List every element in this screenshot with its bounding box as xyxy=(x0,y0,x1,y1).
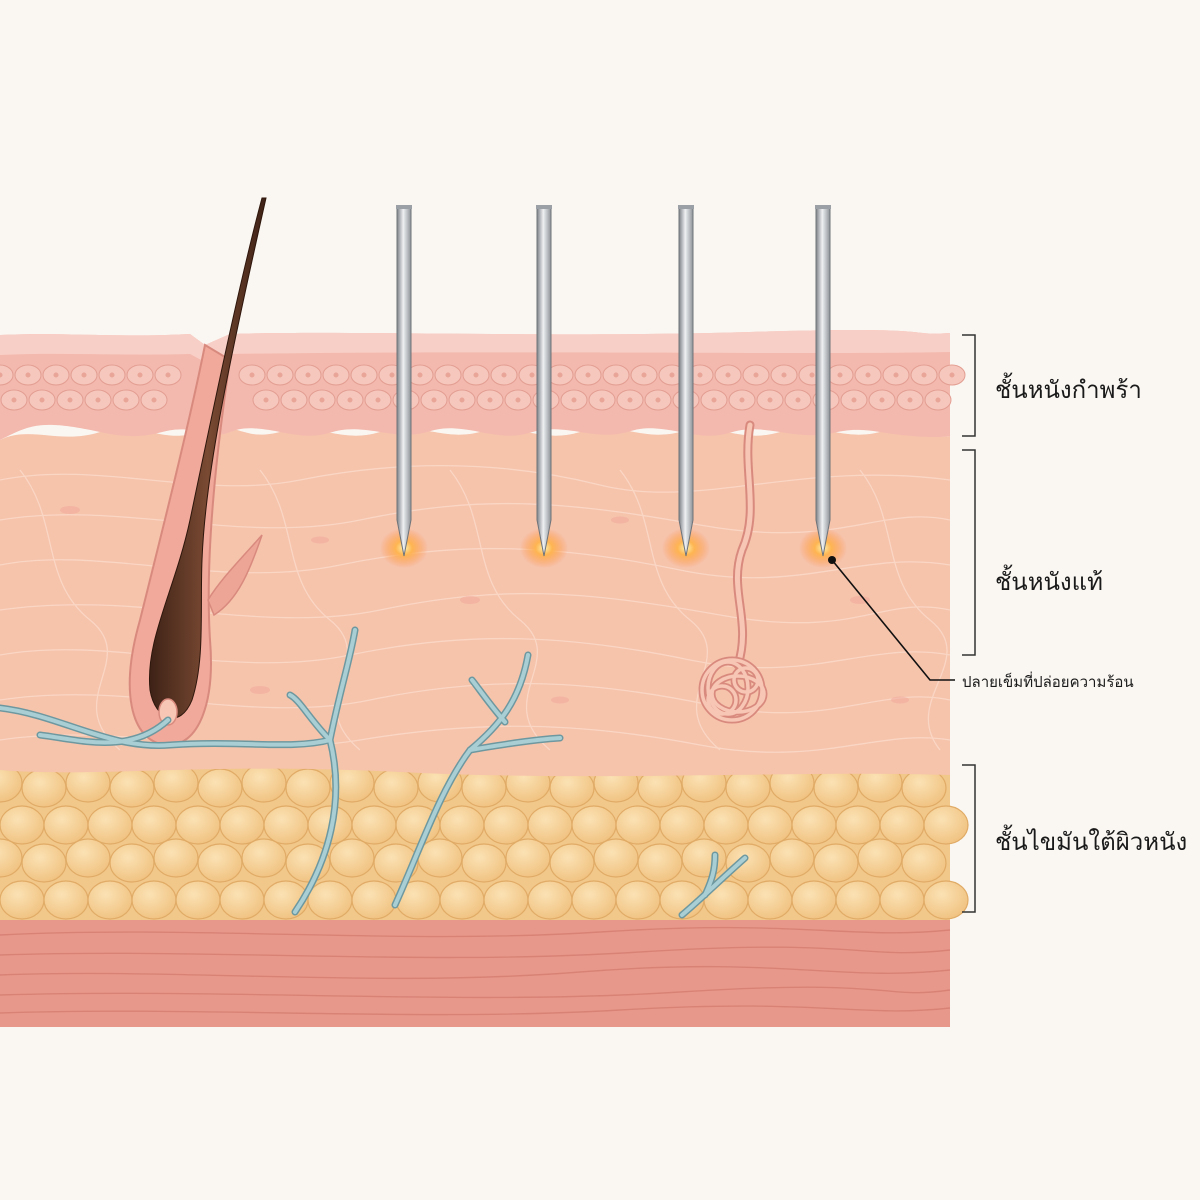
sweat-gland-icon xyxy=(698,420,768,724)
callout-leader xyxy=(828,556,955,681)
needle-icon xyxy=(536,205,552,557)
fat-cell-icon xyxy=(0,763,969,920)
subcutaneous-fat-layer xyxy=(0,763,969,920)
epidermis-bracket xyxy=(962,334,976,437)
layer-brackets xyxy=(962,334,976,913)
dermis-bracket xyxy=(962,449,976,656)
subcutaneous-label: ชั้นไขมันใต้ผิวหนัง xyxy=(995,828,1188,856)
blood-vessel-icon xyxy=(0,626,749,919)
needle-tip-label: ปลายเข็มที่ปล่อยความร้อน xyxy=(962,673,1134,691)
needle-icon xyxy=(396,205,412,557)
muscle-layer xyxy=(0,912,951,1027)
epidermis-label: ชั้นหนังกำพร้า xyxy=(995,376,1142,404)
dermis-label: ชั้นหนังแท้ xyxy=(995,568,1103,596)
subcutaneous-bracket xyxy=(962,764,976,913)
hair-follicle-icon xyxy=(128,197,267,747)
needle-icon xyxy=(678,205,694,557)
needle-icon xyxy=(815,205,831,557)
needle-group xyxy=(396,205,831,557)
